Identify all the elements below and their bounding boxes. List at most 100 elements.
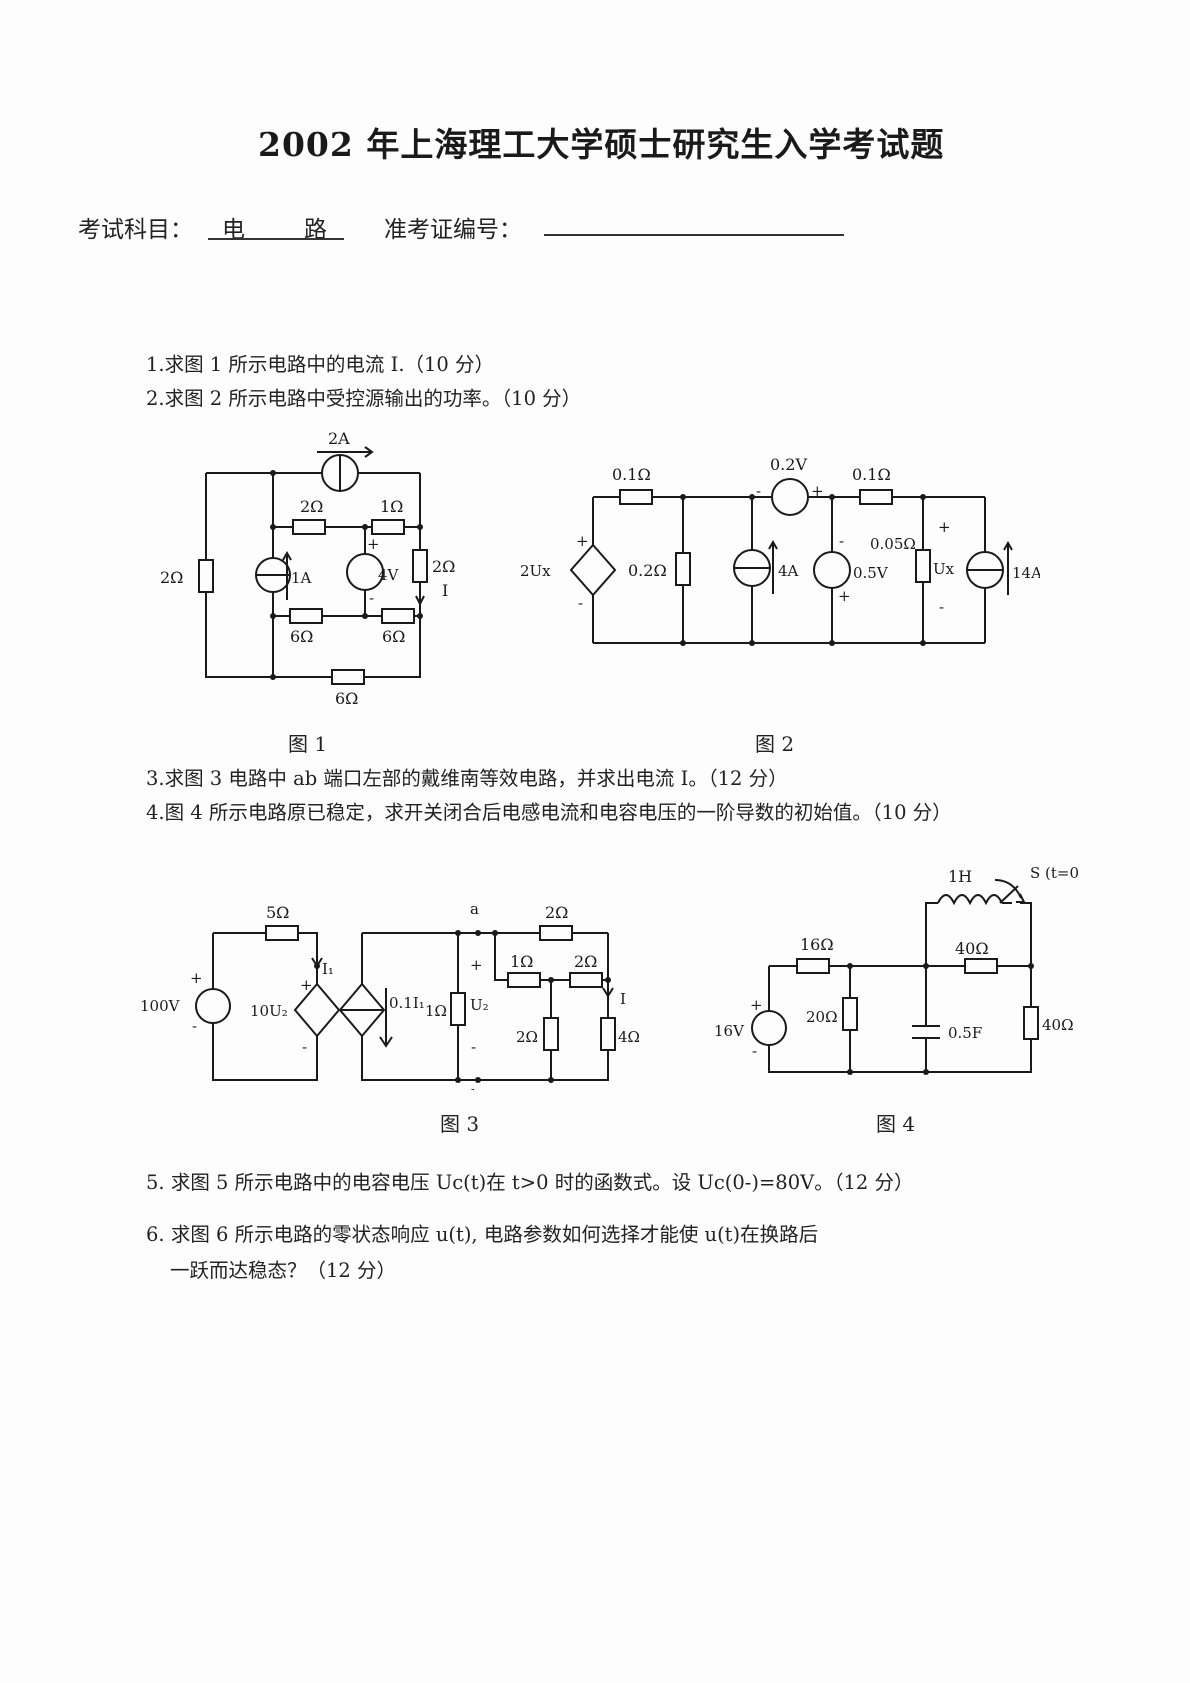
question-number: 5. — [146, 1171, 165, 1194]
question-number: 3. — [146, 767, 165, 790]
label-4ohm: 4Ω — [618, 1028, 640, 1046]
label-40ohm-right: 40Ω — [1042, 1016, 1074, 1034]
voltage-source-16v — [751, 1010, 787, 1046]
question-text: 求图 5 所示电路中的电容电压 Uc(t)在 t>0 时的函数式。设 Uc(0-… — [170, 1171, 914, 1194]
plus-sign: + — [576, 532, 589, 550]
label-current-i: I — [620, 990, 626, 1008]
minus-sign: - — [839, 532, 844, 550]
label-2ohm-mid: 2Ω — [574, 952, 597, 971]
exam-title: 2002 年上海理工大学硕士研究生入学考试题 — [258, 125, 945, 164]
figure-2-caption: 图 2 — [755, 732, 795, 756]
label-2ohm-top: 2Ω — [545, 903, 568, 922]
minus-sign: - — [578, 594, 583, 612]
plus-sign: + — [838, 587, 851, 605]
voltage-source-0.2v — [771, 478, 809, 516]
voltage-source-0.5v — [813, 551, 851, 589]
resistor-20ohm — [842, 997, 858, 1031]
question-3: 3.求图 3 电路中 ab 端口左部的戴维南等效电路，并求出电流 I。（12 分… — [146, 762, 788, 791]
figure-3-caption: 图 3 — [440, 1112, 480, 1136]
question-1: 1.求图 1 所示电路中的电流 I.（10 分） — [146, 348, 494, 377]
resistor-1ohm — [371, 519, 405, 535]
label-10u2: 10U₂ — [250, 1002, 288, 1020]
label-0.5f: 0.5F — [948, 1024, 982, 1042]
resistor-0.1ohm-left — [619, 489, 653, 505]
minus-sign: - — [756, 482, 761, 500]
minus-sign: - — [192, 1017, 197, 1035]
inductor-1h — [937, 894, 1003, 906]
resistor-40ohm-right — [1023, 1006, 1039, 1040]
question-5: 5. 求图 5 所示电路中的电容电压 Uc(t)在 t>0 时的函数式。设 Uc… — [146, 1166, 913, 1195]
minus-sign: - — [752, 1042, 757, 1060]
figure-4-circuit: 1H S (t=0) 16Ω 40Ω + - 16V 20Ω 0.5F 40Ω — [714, 864, 1080, 1075]
plus-sign: + — [367, 535, 380, 553]
label-6ohm-left: 6Ω — [290, 627, 313, 646]
question-text: 求图 6 所示电路的零状态响应 u(t), 电路参数如何选择才能使 u(t)在换… — [170, 1223, 819, 1246]
resistor-left-2ohm — [198, 559, 214, 593]
plus-sign: + — [938, 518, 951, 536]
subject-label: 考试科目： — [78, 217, 193, 243]
figure-4-caption: 图 4 — [876, 1112, 916, 1136]
resistor-0.05ohm — [915, 549, 931, 583]
plus-sign: + — [470, 956, 483, 974]
label-r-1ohm: 1Ω — [380, 497, 403, 516]
question-text: 求图 1 所示电路中的电流 I.（10 分） — [164, 353, 495, 376]
node-b-label: b — [471, 1086, 481, 1090]
plus-sign: + — [750, 996, 763, 1014]
label-20ohm: 20Ω — [806, 1008, 838, 1026]
label-4a: 4A — [778, 562, 799, 580]
voltage-source-100v — [195, 988, 231, 1024]
question-text: 求图 3 电路中 ab 端口左部的戴维南等效电路，并求出电流 I。（12 分） — [164, 767, 788, 790]
label-r-right: 2Ω — [432, 557, 455, 576]
question-text: 求图 2 所示电路中受控源输出的功率。（10 分） — [164, 387, 582, 410]
resistor-0.1ohm-right — [859, 489, 893, 505]
label-u2: U₂ — [470, 996, 489, 1014]
label-1ohm-shunt: 1Ω — [425, 1002, 447, 1020]
label-6ohm-bottom: 6Ω — [335, 689, 358, 708]
resistor-2ohm-mid — [569, 972, 603, 988]
question-number: 2. — [146, 387, 165, 410]
subject-underline — [208, 238, 344, 240]
label-r2: 0.1Ω — [852, 465, 891, 484]
figure-2-circuit: 0.1Ω + - 2Ux 0.2Ω 4A - + 0.2V 0.1Ω - + 0… — [520, 455, 1040, 646]
resistor-16ohm — [796, 958, 830, 974]
subject-value-1: 电 — [222, 217, 245, 243]
voltage-source-4v — [346, 553, 384, 591]
plus-sign: + — [300, 976, 313, 994]
resistor-4ohm-load — [600, 1017, 616, 1051]
label-16ohm: 16Ω — [800, 935, 834, 954]
exam-number-label: 准考证编号： — [384, 217, 522, 243]
resistor-6ohm-right — [381, 608, 415, 624]
label-r-left: 2Ω — [160, 568, 183, 587]
label-2ohm-vert: 2Ω — [516, 1028, 538, 1046]
figure-1-caption: 图 1 — [288, 732, 328, 756]
switch-s-label: S (t=0) — [1030, 864, 1080, 882]
label-i1: I₁ — [322, 960, 334, 978]
label-ux: Ux — [933, 560, 955, 578]
label-6ohm-right: 6Ω — [382, 627, 405, 646]
dependent-voltage-source — [569, 543, 617, 597]
resistor-right-2ohm — [412, 549, 428, 583]
resistor-2ohm-vert — [543, 1017, 559, 1051]
label-2a: 2A — [328, 429, 350, 448]
resistor-1ohm-shunt — [450, 992, 466, 1026]
plus-sign: + — [190, 969, 203, 987]
resistor-6ohm-left — [289, 608, 323, 624]
label-r-2ohm: 2Ω — [300, 497, 323, 516]
minus-sign: - — [471, 1038, 476, 1056]
resistor-1ohm-mid — [507, 972, 541, 988]
resistor-6ohm-bottom — [331, 669, 365, 685]
label-0.5v: 0.5V — [853, 564, 889, 582]
label-0.05ohm: 0.05Ω — [870, 535, 916, 553]
minus-sign: - — [369, 589, 374, 607]
question-6: 6. 求图 6 所示电路的零状态响应 u(t), 电路参数如何选择才能使 u(t… — [146, 1218, 818, 1247]
label-0.1i1: 0.1I₁ — [389, 994, 425, 1012]
label-4v: 4V — [378, 566, 400, 584]
resistor-40ohm-top — [964, 958, 998, 974]
question-text: 图 4 所示电路原已稳定，求开关闭合后电感电流和电容电压的一阶导数的初始值。（1… — [164, 801, 952, 824]
plus-sign: + — [811, 482, 824, 500]
label-r-shunt: 0.2Ω — [628, 561, 667, 580]
label-40ohm-top: 40Ω — [955, 939, 989, 958]
resistor-2ohm — [292, 519, 326, 535]
label-r1: 0.1Ω — [612, 465, 651, 484]
label-14a: 14A — [1012, 564, 1040, 582]
